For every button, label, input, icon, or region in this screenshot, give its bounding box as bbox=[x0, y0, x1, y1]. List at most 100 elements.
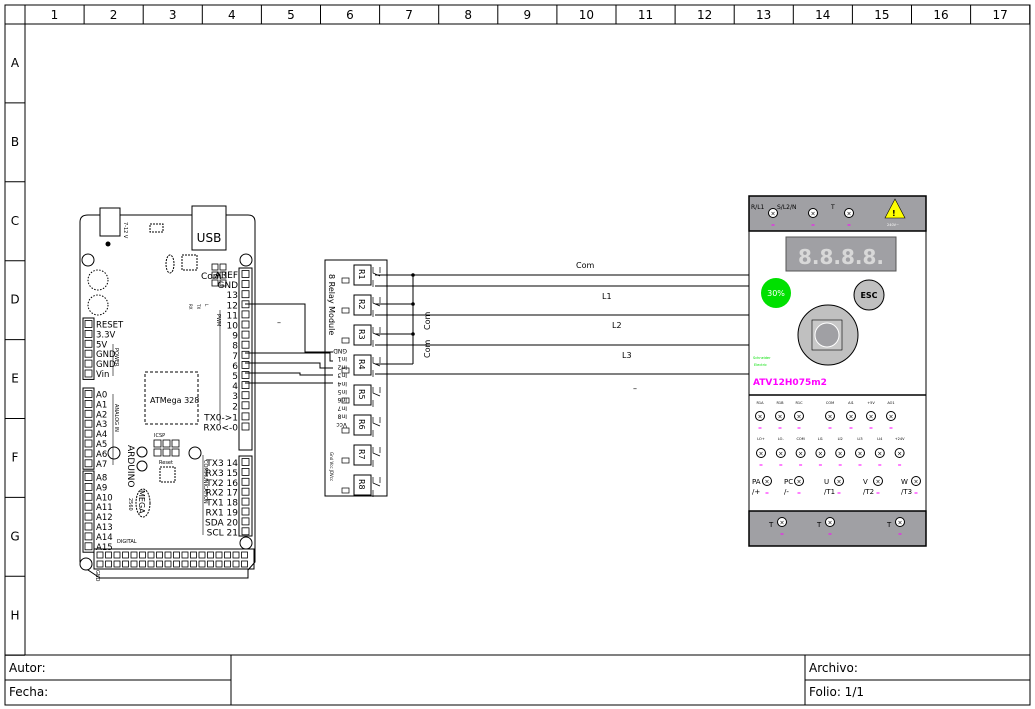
digital-pin[interactable] bbox=[207, 551, 214, 559]
comm-pin[interactable] bbox=[241, 517, 250, 526]
digital-pin[interactable] bbox=[224, 551, 231, 559]
header-pin[interactable] bbox=[241, 310, 250, 319]
relay-module[interactable]: 8 Relay Module Gnd Vcc JDVcc R1R2R3R4R5R… bbox=[324, 259, 432, 497]
logic-terminal[interactable] bbox=[756, 448, 766, 458]
comm-pin[interactable] bbox=[241, 507, 250, 516]
digital-pin[interactable] bbox=[190, 551, 197, 559]
comm-pin[interactable] bbox=[241, 527, 250, 536]
ground-terminal[interactable] bbox=[777, 517, 787, 527]
power-terminal[interactable] bbox=[834, 476, 844, 486]
header-pin[interactable] bbox=[241, 270, 250, 278]
com-header-pin[interactable] bbox=[211, 263, 219, 271]
logic-terminal[interactable] bbox=[775, 448, 786, 458]
ground-terminal[interactable] bbox=[895, 517, 905, 527]
digital-pin[interactable] bbox=[190, 560, 197, 568]
header-pin[interactable] bbox=[84, 522, 93, 531]
control-terminal[interactable] bbox=[775, 411, 785, 421]
digital-pin[interactable] bbox=[105, 560, 112, 568]
header-pin[interactable] bbox=[84, 339, 93, 348]
header-pin[interactable] bbox=[84, 429, 93, 438]
digital-pin[interactable] bbox=[105, 551, 112, 559]
logic-terminal[interactable] bbox=[855, 448, 865, 458]
header-pin[interactable] bbox=[241, 280, 250, 289]
digital-pin[interactable] bbox=[156, 560, 163, 568]
header-pin[interactable] bbox=[84, 542, 93, 551]
comm-pin[interactable] bbox=[241, 477, 250, 486]
arduino-mega-board[interactable]: USB 7-12 V Com ATMega 328 ICSP Reset ARD… bbox=[79, 205, 256, 582]
digital-pin[interactable] bbox=[113, 560, 121, 568]
control-terminal[interactable] bbox=[886, 411, 896, 421]
header-pin[interactable] bbox=[84, 419, 93, 428]
logic-terminal[interactable] bbox=[795, 448, 806, 458]
vfd-atv12[interactable]: ! 240V~ 8.8.8.8. 30% ESC Schneider Elect… bbox=[748, 195, 927, 547]
header-pin[interactable] bbox=[241, 340, 250, 349]
header-pin[interactable] bbox=[84, 359, 93, 368]
header-pin[interactable] bbox=[241, 371, 250, 379]
digital-pin[interactable] bbox=[164, 560, 172, 568]
control-terminal[interactable] bbox=[825, 411, 835, 421]
com-header-pin[interactable] bbox=[219, 263, 227, 271]
header-pin[interactable] bbox=[84, 439, 93, 448]
header-pin[interactable] bbox=[241, 320, 250, 329]
digital-pin[interactable] bbox=[232, 560, 240, 568]
comm-pin[interactable] bbox=[241, 458, 250, 466]
digital-pin[interactable] bbox=[181, 551, 189, 559]
digital-pin[interactable] bbox=[215, 551, 223, 559]
header-pin[interactable] bbox=[84, 502, 93, 511]
digital-pin[interactable] bbox=[232, 551, 240, 559]
header-pin[interactable] bbox=[241, 422, 250, 431]
digital-pin[interactable] bbox=[96, 551, 104, 559]
power-terminal[interactable] bbox=[794, 476, 804, 486]
header-pin[interactable] bbox=[84, 482, 93, 491]
top-terminal[interactable] bbox=[844, 208, 854, 218]
control-terminal[interactable] bbox=[866, 411, 876, 421]
power-terminal[interactable] bbox=[762, 476, 772, 486]
digital-pin[interactable] bbox=[215, 560, 223, 568]
header-pin[interactable] bbox=[241, 290, 250, 299]
comm-pin[interactable] bbox=[241, 497, 250, 506]
digital-pin[interactable] bbox=[130, 560, 138, 568]
digital-pin[interactable] bbox=[147, 560, 155, 568]
digital-pin[interactable] bbox=[198, 560, 206, 568]
com-header-pin[interactable] bbox=[211, 271, 219, 279]
header-pin[interactable] bbox=[84, 473, 93, 481]
digital-pin[interactable] bbox=[139, 560, 146, 568]
header-pin[interactable] bbox=[241, 401, 250, 410]
logic-terminal[interactable] bbox=[815, 448, 826, 458]
logic-terminal[interactable] bbox=[874, 448, 885, 458]
header-pin[interactable] bbox=[241, 330, 250, 339]
digital-pin[interactable] bbox=[147, 551, 155, 559]
reset-button[interactable] bbox=[159, 466, 176, 483]
header-pin[interactable] bbox=[241, 350, 250, 359]
header-pin[interactable] bbox=[84, 532, 93, 541]
digital-pin[interactable] bbox=[241, 551, 248, 559]
power-terminal[interactable] bbox=[873, 476, 883, 486]
digital-pin[interactable] bbox=[96, 560, 104, 568]
logic-terminal[interactable] bbox=[835, 448, 846, 458]
header-pin[interactable] bbox=[241, 381, 250, 390]
comm-pin[interactable] bbox=[241, 487, 250, 496]
control-terminal[interactable] bbox=[755, 411, 765, 421]
digital-pin[interactable] bbox=[113, 551, 121, 559]
comm-pin[interactable] bbox=[241, 467, 250, 476]
digital-pin[interactable] bbox=[224, 560, 231, 568]
header-pin[interactable] bbox=[84, 449, 93, 458]
header-pin[interactable] bbox=[84, 349, 93, 358]
com-header-pin[interactable] bbox=[219, 279, 227, 287]
header-pin[interactable] bbox=[84, 399, 93, 408]
ground-terminal[interactable] bbox=[825, 517, 835, 527]
header-pin[interactable] bbox=[84, 409, 93, 418]
com-header-pin[interactable] bbox=[211, 279, 219, 287]
header-pin[interactable] bbox=[84, 390, 93, 398]
header-pin[interactable] bbox=[84, 459, 93, 468]
header-pin[interactable] bbox=[241, 360, 250, 369]
digital-pin[interactable] bbox=[122, 551, 129, 559]
digital-pin[interactable] bbox=[164, 551, 172, 559]
logic-terminal[interactable] bbox=[894, 448, 905, 458]
top-terminal[interactable] bbox=[768, 208, 778, 218]
header-pin[interactable] bbox=[84, 492, 93, 501]
header-pin[interactable] bbox=[241, 391, 250, 400]
digital-pin[interactable] bbox=[156, 551, 163, 559]
header-pin[interactable] bbox=[84, 512, 93, 521]
top-terminal[interactable] bbox=[808, 208, 818, 218]
